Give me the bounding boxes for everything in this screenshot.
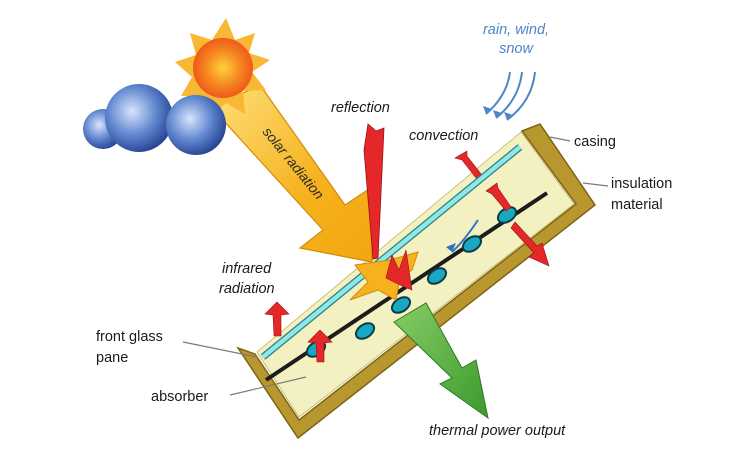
weather-label-line1: rain, wind, bbox=[483, 22, 549, 38]
convection-swirl bbox=[451, 219, 479, 253]
weather-arrows bbox=[485, 71, 536, 121]
infrared-label-line1: infrared bbox=[222, 261, 272, 277]
insulation-material bbox=[256, 131, 575, 418]
infrared-label-line2: radiation bbox=[219, 281, 275, 297]
insulation-label-line2: material bbox=[611, 197, 663, 213]
infrared-burst-arrow bbox=[385, 249, 413, 291]
thermal-output-arrow bbox=[393, 302, 489, 420]
thermal-output-label: thermal power output bbox=[429, 423, 566, 439]
weather-arrowheads bbox=[483, 106, 513, 120]
weather-label-line2: snow bbox=[499, 41, 534, 57]
convection-arrows bbox=[454, 150, 512, 212]
convection-swirl-head bbox=[446, 243, 456, 252]
sun-icon bbox=[175, 18, 270, 118]
absorber-label: absorber bbox=[151, 389, 208, 405]
cloud-icon bbox=[83, 84, 226, 155]
front-glass-pane-highlight bbox=[261, 145, 522, 359]
leader-lines bbox=[182, 136, 609, 396]
casing-label: casing bbox=[574, 134, 616, 150]
heat-loss-arrow bbox=[510, 221, 550, 267]
front-glass-label-line2: pane bbox=[96, 350, 128, 366]
front-glass-label-line1: front glass bbox=[96, 329, 163, 345]
reflection-label: reflection bbox=[331, 100, 390, 116]
reflection-arrow bbox=[363, 123, 385, 260]
infrared-arrows bbox=[264, 301, 333, 363]
convection-label: convection bbox=[409, 128, 478, 144]
insulation-label-line1: insulation bbox=[611, 176, 672, 192]
